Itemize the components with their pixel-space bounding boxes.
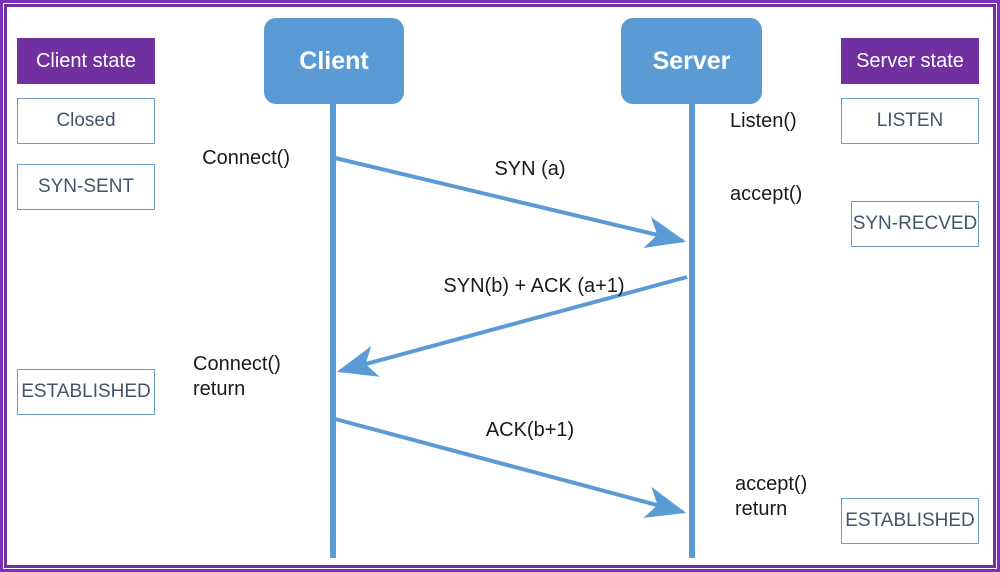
- server-lifeline: [689, 103, 695, 558]
- arrow-ack: [334, 417, 687, 518]
- client-state-syn-sent-label: SYN-SENT: [37, 176, 135, 197]
- message-label-syn-ack: SYN(b) + ACK (a+1): [443, 275, 625, 297]
- server-node: Server: [621, 18, 762, 104]
- arrow-syn-ack: [336, 275, 688, 377]
- client-state-closed-label: Closed: [56, 110, 116, 131]
- client-state-syn-sent: SYN-SENT: [17, 164, 155, 210]
- message-label-ack: ACK(b+1): [485, 419, 575, 441]
- arrow-syn: [334, 156, 687, 249]
- client-call-connect-return: Connect() return: [193, 353, 281, 400]
- server-state-listen-label: LISTEN: [876, 110, 944, 131]
- client-node: Client: [264, 18, 404, 104]
- server-call-accept-return: accept() return: [735, 473, 808, 520]
- server-state-header: Server state: [841, 38, 979, 84]
- server-call-listen: Listen(): [730, 110, 797, 132]
- client-state-header: Client state: [17, 38, 155, 84]
- client-node-label: Client: [299, 46, 369, 75]
- message-label-syn: SYN (a): [494, 158, 566, 180]
- diagram-background: [7, 7, 993, 565]
- server-state-syn-recved: SYN-RECVED: [851, 201, 979, 247]
- client-call-connect: Connect(): [202, 147, 290, 169]
- client-state-header-label: Client state: [35, 49, 137, 72]
- client-state-established-label: ESTABLISHED: [21, 381, 151, 402]
- server-state-syn-recved-label: SYN-RECVED: [852, 213, 978, 234]
- server-node-label: Server: [652, 46, 731, 75]
- client-lifeline: [330, 103, 336, 558]
- client-state-established: ESTABLISHED: [17, 369, 155, 415]
- server-call-accept: accept(): [730, 183, 803, 205]
- server-state-established-label: ESTABLISHED: [845, 510, 975, 531]
- client-state-closed: Closed: [17, 98, 155, 144]
- server-state-listen: LISTEN: [841, 98, 979, 144]
- server-state-established: ESTABLISHED: [841, 498, 979, 544]
- server-state-header-label: Server state: [856, 49, 964, 72]
